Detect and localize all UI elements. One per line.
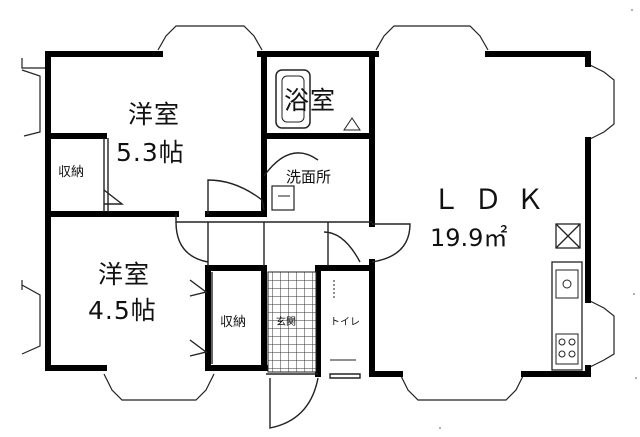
washroom-label: 洗面所: [286, 168, 332, 186]
ldk-label: ＬＤＫ: [432, 183, 559, 216]
entrance-floor-tiles: [267, 271, 317, 373]
western-room-bottom-name: 洋室: [98, 260, 151, 289]
closet-top-label: 収納: [58, 165, 85, 180]
western-room-bottom-size: 4.5帖: [88, 296, 157, 325]
western-room-top-name: 洋室: [128, 100, 181, 129]
wash-basin: [271, 185, 295, 211]
bathtub: [275, 69, 311, 129]
kitchen-counter: [551, 261, 583, 371]
toilet-label: トイレ: [330, 317, 360, 328]
entrance-label: 玄関: [276, 317, 296, 328]
refrigerator-space: [555, 223, 581, 249]
western-room-top-size: 5.3帖: [116, 138, 185, 167]
bath-label: 浴室: [284, 86, 337, 115]
ldk-area: 19.9㎡: [430, 224, 508, 252]
closet-bottom-label: 収納: [220, 315, 247, 330]
